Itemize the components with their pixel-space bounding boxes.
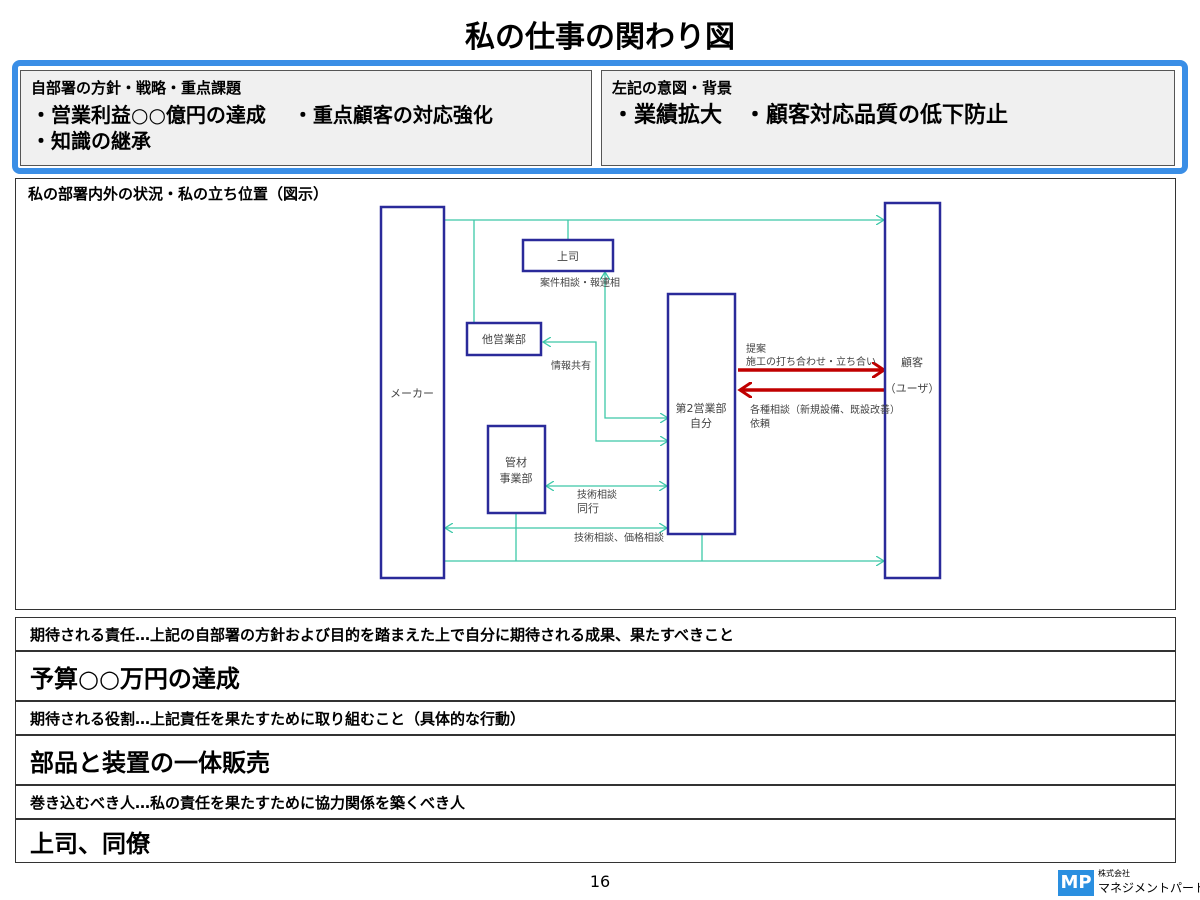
page-title: 私の仕事の関わり図 [465, 20, 735, 55]
page-number: 16 [589, 872, 611, 891]
role-label: 期待される役割…上記責任を果たすために取り組むこと（具体的な行動） [15, 701, 1176, 735]
responsibility-label: 期待される責任…上記の自部署の方針および目的を踏まえた上で自分に期待される成果、… [15, 617, 1176, 651]
label-self: 第2営業部 [676, 401, 727, 415]
background-box: 左記の意図・背景 ・業績拡大 ・顧客対応品質の低下防止 [601, 70, 1175, 166]
edge-label: 技術相談 [577, 488, 617, 501]
edge-label: 依頼 [750, 417, 770, 430]
highlight-frame [12, 60, 1188, 174]
logo-mark: MP [1058, 870, 1094, 896]
edge-label: 各種相談（新規設備、既設改善） [750, 403, 900, 416]
node-other-sales [465, 321, 543, 357]
background-heading: 左記の意図・背景 [612, 79, 733, 97]
edge-label: 情報共有 [551, 359, 591, 372]
edge-label: 提案 [746, 342, 766, 355]
policy-box: 自部署の方針・戦略・重点課題 ・営業利益○○億円の達成 ・重点顧客の対応強化 ・… [20, 70, 592, 166]
node-maker [379, 205, 446, 580]
policy-heading: 自部署の方針・戦略・重点課題 [31, 79, 242, 97]
edge-label: 技術相談、価格相談 [574, 531, 664, 544]
stakeholder-label: 巻き込むべき人…私の責任を果たすために協力関係を築くべき人 [15, 785, 1176, 819]
logo-line2: マネジメントパートナー [1098, 881, 1200, 895]
responsibility-value: 予算○○万円の達成 [15, 651, 1176, 701]
label-customer: （ユーザ） [885, 382, 940, 395]
edge-label: 案件相談・報連相 [540, 276, 620, 289]
diagram-heading: 私の部署内外の状況・私の立ち位置（図示） [28, 185, 329, 203]
node-customer [883, 201, 942, 580]
label-other-sales: 他営業部 [482, 332, 526, 346]
diagram-panel: 私の部署内外の状況・私の立ち位置（図示） [15, 178, 1176, 610]
label-maker: メーカー [390, 387, 434, 400]
policy-line: ・営業利益○○億円の達成 ・重点顧客の対応強化 [31, 103, 493, 127]
edge-label: 施工の打ち合わせ・立ち合い [746, 355, 876, 368]
node-pipe [486, 424, 547, 515]
edge-label: 同行 [577, 502, 599, 515]
label-self: 自分 [690, 417, 712, 430]
node-self [666, 292, 737, 536]
background-line: ・業績拡大 ・顧客対応品質の低下防止 [612, 102, 1009, 128]
label-pipe: 事業部 [500, 471, 533, 485]
role-value: 部品と装置の一体販売 [15, 735, 1176, 785]
logo-line1: 株式会社 [1098, 869, 1130, 878]
line-info-share [543, 342, 668, 441]
policy-line: ・知識の継承 [31, 129, 151, 153]
label-pipe: 管材 [505, 455, 527, 469]
line-boss-self [605, 272, 668, 418]
company-logo: MP 株式会社 マネジメントパートナー [1058, 868, 1200, 898]
node-boss [521, 238, 615, 273]
stakeholder-value: 上司、同僚 [15, 819, 1176, 863]
label-customer: 顧客 [901, 355, 923, 369]
label-boss: 上司 [557, 250, 579, 263]
